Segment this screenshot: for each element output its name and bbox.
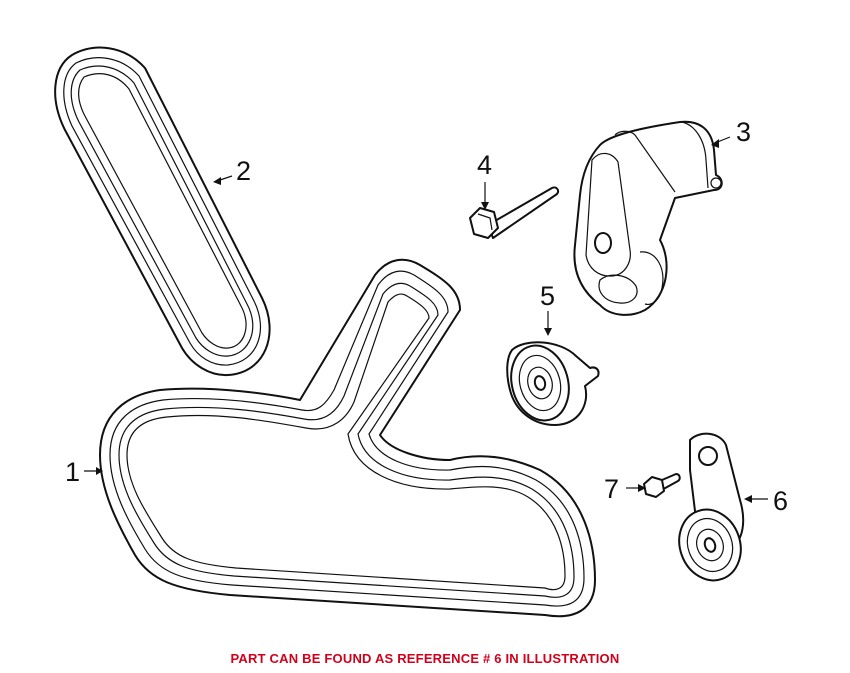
callout-7: 7 [604, 474, 619, 504]
reference-note: PART CAN BE FOUND AS REFERENCE # 6 IN IL… [230, 651, 620, 666]
part-6-idler-arm [678, 432, 745, 582]
callout-1: 1 [65, 457, 80, 487]
part-7-bolt [643, 473, 681, 498]
leader-lines [84, 136, 768, 503]
callout-3: 3 [736, 117, 751, 147]
part-2-belt [54, 46, 271, 377]
callout-4: 4 [477, 150, 492, 180]
part-1-belt [99, 258, 596, 618]
callout-2: 2 [236, 156, 251, 186]
part-4-bolt [469, 186, 560, 239]
part-5-idler-pulley [506, 341, 600, 426]
callout-6: 6 [773, 486, 788, 516]
part-3-tensioner [573, 120, 723, 316]
callout-5: 5 [540, 281, 555, 311]
